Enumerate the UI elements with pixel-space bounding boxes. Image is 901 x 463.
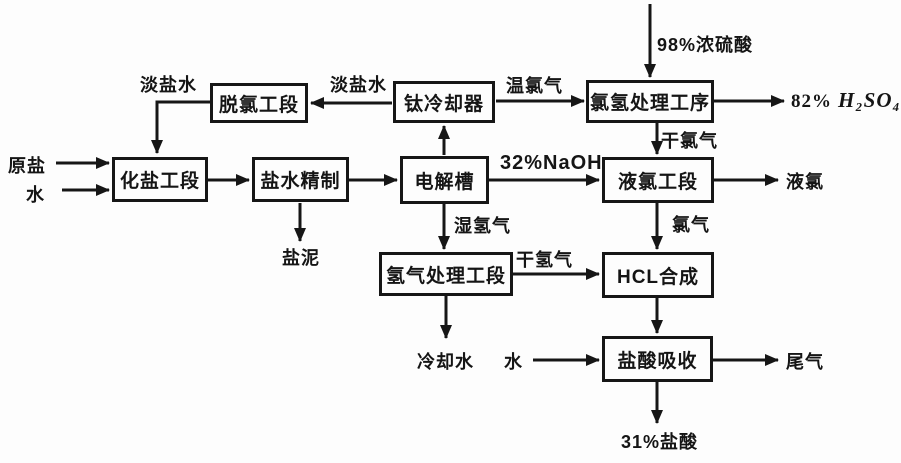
label-dry-chlorine-gas: 干氯气	[661, 131, 718, 151]
label-dry-hydrogen-gas: 干氢气	[516, 250, 573, 270]
label-dilute-brine-left: 淡盐水	[140, 75, 197, 95]
box-salt-dissolving-section: 化盐工段	[112, 157, 208, 202]
label-warm-chlorine-gas: 温氯气	[506, 76, 563, 96]
label-salt-mud: 盐泥	[282, 248, 320, 268]
box-electrolyzer: 电解槽	[400, 156, 489, 204]
label-hcl-product: 31%盐酸	[621, 432, 699, 452]
label-sulfuric-acid-output: 82% H₂SO₄	[791, 88, 901, 113]
sulfuric-formula: H₂SO₄	[838, 88, 901, 112]
box-hcl-absorption: 盐酸吸收	[602, 336, 713, 382]
label-water-input-bottom: 水	[504, 352, 523, 372]
label-chlorine-gas: 氯气	[672, 215, 710, 235]
label-cooling-water: 冷却水	[417, 352, 474, 372]
label-wet-hydrogen-gas: 湿氢气	[454, 216, 511, 236]
label-water-input-top: 水	[26, 185, 45, 205]
box-titanium-cooler: 钛冷却器	[393, 81, 495, 123]
label-naoh-output: 32%NaOH	[500, 152, 603, 174]
label-concentrated-sulfuric-acid: 98%浓硫酸	[657, 35, 754, 55]
label-raw-salt: 原盐	[8, 156, 46, 176]
box-hydrogen-treatment-section: 氢气处理工段	[379, 252, 513, 296]
arrow-dechlorination-to-salt-dissolving	[151, 100, 210, 154]
box-brine-refining: 盐水精制	[252, 157, 349, 202]
box-hcl-synthesis: HCL合成	[602, 252, 714, 298]
box-cl-h2-treatment-process: 氯氢处理工序	[586, 80, 714, 123]
box-liquid-chlorine-section: 液氯工段	[602, 157, 714, 203]
label-dilute-brine-mid: 淡盐水	[330, 75, 387, 95]
label-liquid-chlorine-output: 液氯	[786, 172, 824, 192]
label-tail-gas: 尾气	[786, 352, 824, 372]
box-dechlorination-section: 脱氯工段	[210, 83, 308, 123]
sulfuric-percent: 82%	[791, 91, 832, 112]
